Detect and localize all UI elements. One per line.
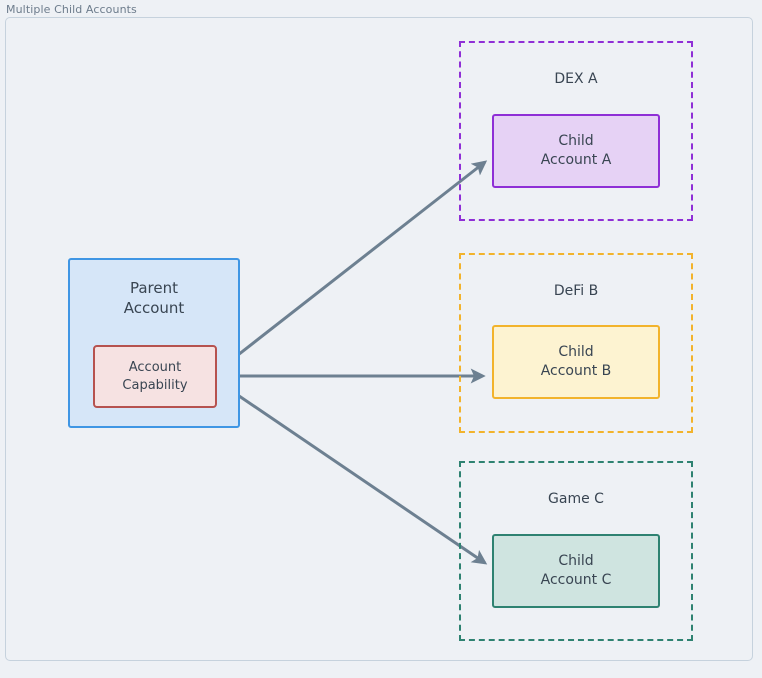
account-capability-label-line1: Account	[128, 359, 182, 375]
group-dex-a: DEX A	[459, 41, 693, 221]
child-account-a-label-line2: Account A	[540, 152, 612, 168]
child-account-a-node[interactable]: Child Account A	[492, 114, 660, 188]
group-defi-b-label: DeFi B	[553, 283, 599, 299]
frame-title: Multiple Child Accounts	[6, 3, 137, 16]
parent-account-label-line1: Parent	[129, 279, 179, 297]
child-account-c-node[interactable]: Child Account C	[492, 534, 660, 608]
account-capability-label-line2: Capability	[122, 377, 188, 393]
group-game-c-label: Game C	[548, 491, 604, 507]
account-capability-node[interactable]: Account Capability	[93, 345, 217, 408]
child-account-b-label-line1: Child	[558, 344, 594, 361]
child-account-a-label-line1: Child	[558, 133, 594, 150]
group-game-c: Game C	[459, 461, 693, 641]
child-account-b-label-line2: Account B	[540, 363, 612, 379]
group-dex-a-label: DEX A	[554, 71, 598, 87]
parent-account-label-line2: Account	[123, 299, 185, 318]
child-account-c-label-line2: Account C	[540, 572, 612, 588]
group-defi-b: DeFi B	[459, 253, 693, 433]
child-account-b-node[interactable]: Child Account B	[492, 325, 660, 399]
child-account-c-label-line1: Child	[558, 553, 594, 570]
